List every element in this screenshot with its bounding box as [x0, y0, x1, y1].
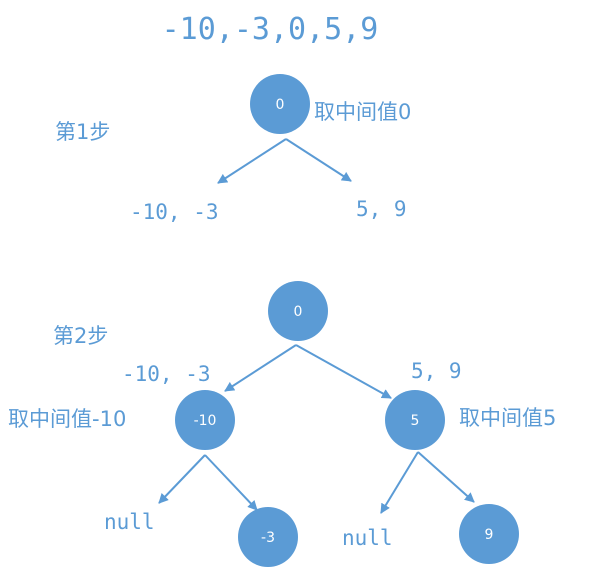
step2-left-node	[175, 390, 235, 450]
step2-root-node	[268, 281, 328, 341]
step1-root-value: 0	[276, 97, 285, 113]
left-node-null-leaf: null	[104, 510, 155, 534]
step2-root-right-arrow	[295, 344, 392, 399]
left-right-node-value: -3	[261, 530, 275, 546]
step1-left-group: -10, -3	[130, 200, 219, 224]
left-right-node	[238, 507, 298, 567]
array-title: -10,-3,0,5,9	[162, 12, 379, 47]
step2-right-note: 取中间值5	[459, 406, 556, 430]
step1-label: 第1步	[55, 120, 110, 144]
left-node-left-arrow	[158, 454, 206, 504]
step1-left-arrow	[217, 138, 287, 184]
step2-label: 第2步	[53, 324, 108, 348]
step2-right-group: 5, 9	[411, 359, 462, 383]
right-right-node-value: 9	[485, 527, 494, 543]
right-right-node	[459, 504, 519, 564]
right-node-left-arrow	[380, 451, 419, 514]
step2-left-group: -10, -3	[122, 362, 211, 386]
step1-right-arrow	[285, 138, 352, 182]
step1-note: 取中间值0	[314, 100, 411, 124]
right-node-null-leaf: null	[342, 526, 393, 550]
step2-left-node-value: -10	[194, 413, 217, 429]
step2-right-node	[385, 390, 445, 450]
step2-left-note: 取中间值-10	[8, 407, 126, 431]
step2-right-node-value: 5	[411, 413, 420, 429]
right-node-right-arrow	[417, 451, 475, 503]
step2-root-left-arrow	[224, 344, 297, 392]
left-node-right-arrow	[204, 454, 258, 511]
step1-root-node	[250, 74, 310, 134]
step2-root-value: 0	[294, 304, 303, 320]
step1-right-group: 5, 9	[356, 197, 407, 221]
